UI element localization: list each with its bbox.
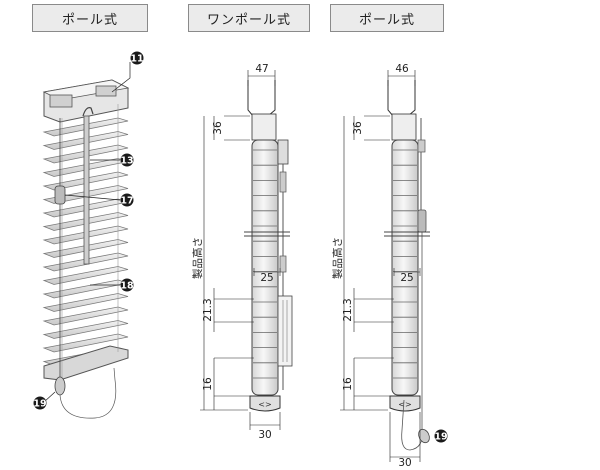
slat — [42, 320, 129, 339]
header-label: ポール式 — [61, 12, 118, 28]
svg-text:11: 11 — [130, 54, 143, 65]
slat — [42, 266, 129, 285]
svg-text:13: 13 — [120, 156, 133, 167]
dim-top-width: 46 — [395, 63, 409, 75]
dim-base-width: 30 — [398, 457, 411, 469]
header-one-pole-type: ワンポール式 — [188, 4, 310, 32]
header-pole-type-right: ポール式 — [330, 4, 444, 32]
dim-mid-width: 25 — [400, 272, 413, 284]
dimensions-pole — [340, 70, 421, 462]
side-view-pole: <> — [384, 80, 430, 451]
svg-text:17: 17 — [120, 196, 133, 207]
svg-text:19: 19 — [33, 399, 46, 410]
dim-mid-width: 25 — [260, 272, 273, 284]
callout-13: 13 — [120, 153, 134, 167]
header-label: ポール式 — [358, 12, 415, 28]
dim-slat-pitch: 21.3 — [342, 298, 354, 321]
svg-text:<>: <> — [398, 400, 411, 409]
svg-text:19: 19 — [434, 432, 447, 443]
dim-head-height: 36 — [352, 121, 364, 135]
dim-product-height: 製品高さ — [331, 237, 344, 279]
slat — [42, 306, 129, 326]
header-label: ワンポール式 — [206, 12, 291, 28]
dim-top-width: 47 — [255, 63, 268, 75]
dim-head-height: 36 — [212, 121, 224, 135]
dim-base-width: 30 — [258, 429, 271, 441]
dim-slat-pitch: 21.3 — [202, 298, 214, 321]
side-view-one-pole: <> — [244, 80, 293, 412]
svg-text:<>: <> — [258, 400, 271, 409]
header-pole-type-left: ポール式 — [32, 4, 148, 32]
dim-bottom-gap: 16 — [342, 377, 354, 391]
callout-19-left: 19 — [33, 396, 47, 410]
dim-bottom-gap: 16 — [202, 377, 214, 391]
blind-perspective-view — [42, 62, 131, 419]
callout-18: 18 — [120, 278, 134, 292]
dimensions-one-pole — [200, 70, 281, 430]
svg-text:18: 18 — [120, 281, 134, 292]
callout-17: 17 — [120, 193, 134, 207]
callout-11: 11 — [130, 51, 144, 65]
slat — [42, 293, 129, 312]
dim-product-height: 製品高さ — [191, 237, 204, 279]
callout-19-right: 19 — [434, 429, 448, 443]
operating-pole — [83, 115, 90, 265]
slat — [42, 333, 129, 353]
